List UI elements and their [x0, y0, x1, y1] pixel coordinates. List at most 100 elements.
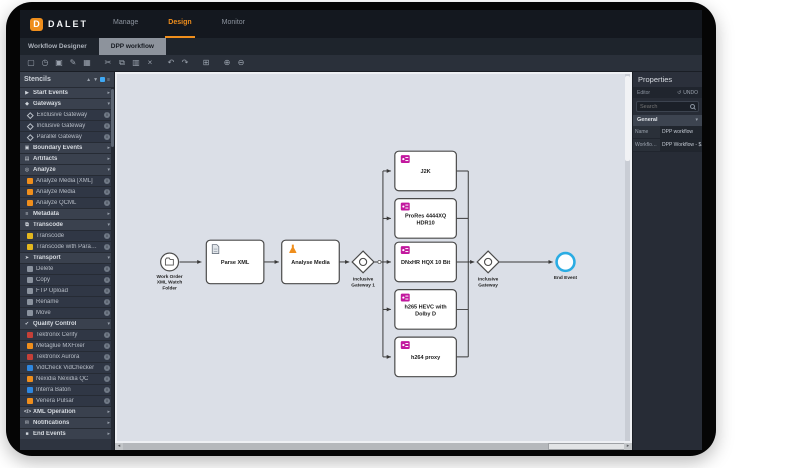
stencil-category-start-events[interactable]: ▶Start Events▸ [20, 87, 114, 98]
grid-icon[interactable]: ⊞ [202, 58, 210, 67]
open-icon[interactable]: ◷ [41, 58, 49, 67]
edit-icon[interactable]: ✎ [69, 58, 77, 67]
info-icon[interactable] [104, 354, 110, 360]
stencil-category-artifacts[interactable]: ▤Artifacts▸ [20, 153, 114, 164]
stencil-category-analyze[interactable]: ◎Analyze▾ [20, 164, 114, 175]
property-row-name[interactable]: Name DPP workflow [633, 126, 702, 139]
stencil-category-quality-control[interactable]: ✔Quality Control▾ [20, 318, 114, 329]
stencil-category-transcode[interactable]: ⧉Transcode▾ [20, 219, 114, 230]
stencil-item-tektronix-cerify[interactable]: Tektronix Cerify [20, 329, 114, 340]
copy-icon[interactable]: ⧉ [119, 58, 125, 67]
sort-icon[interactable]: ▲ [86, 76, 92, 83]
scroll-right-arrow-icon[interactable]: ▸ [624, 443, 632, 450]
tab-manage[interactable]: Manage [113, 19, 139, 26]
scroll-left-arrow-icon[interactable]: ◂ [115, 443, 123, 450]
stencil-category-transport[interactable]: ➤Transport▾ [20, 252, 114, 263]
zoom-out-icon[interactable]: ⊖ [237, 58, 245, 67]
info-icon[interactable] [104, 277, 110, 283]
info-icon[interactable] [104, 310, 110, 316]
delete-icon[interactable]: × [147, 58, 153, 67]
info-icon[interactable] [104, 200, 110, 206]
node-transcode-prores[interactable]: ProRes 4444XQ HDR10 [394, 198, 457, 239]
grid-view-icon[interactable] [100, 77, 106, 82]
stencil-item-ftp-upload[interactable]: FTP Upload [20, 285, 114, 296]
node-analyse-media[interactable]: Analyse Media [281, 239, 340, 285]
info-icon[interactable] [104, 332, 110, 338]
stencil-item-analyze-qcml[interactable]: Analyze QCML [20, 197, 114, 208]
stencil-item-analyze-media-xml[interactable]: Analyze Media [XML] [20, 175, 114, 186]
cut-icon[interactable]: ✂ [104, 58, 112, 67]
stencil-item-vidcheck-vidchecker[interactable]: VidCheck VidChecker [20, 362, 114, 373]
stencil-item-exclusive-gateway[interactable]: Exclusive Gateway [20, 109, 114, 120]
undo-button[interactable]: ↺ UNDO [677, 89, 698, 96]
info-icon[interactable] [104, 123, 110, 129]
node-transcode-h265[interactable]: h265 HEVC with Dolby D [394, 289, 457, 330]
property-row-workflow-instance[interactable]: Workflow instance... DPP Workflow - $..✎ [633, 139, 702, 152]
stencil-item-transcode[interactable]: Transcode [20, 230, 114, 241]
import-icon[interactable]: ▣ [55, 58, 63, 67]
stencil-category-xml-operation[interactable]: </>XML Operation▸ [20, 406, 114, 417]
node-inclusive-gateway-1[interactable]: Inclusive Gateway 1 [351, 250, 375, 289]
workflow-canvas[interactable]: Work Order XML Watch Folder Parse XML [115, 72, 632, 443]
stencils-scrollbar[interactable] [111, 87, 114, 450]
node-end-event[interactable]: End Event [554, 251, 578, 281]
connector-handle[interactable] [377, 260, 382, 264]
node-transcode-j2k[interactable]: J2K [394, 150, 457, 192]
stencil-item-delete[interactable]: Delete [20, 263, 114, 274]
properties-search[interactable] [636, 101, 699, 112]
info-icon[interactable] [104, 112, 110, 118]
tab-design[interactable]: Design [165, 10, 195, 38]
properties-group-general[interactable]: General ▾ [633, 115, 702, 126]
info-icon[interactable] [104, 398, 110, 404]
stencil-item-tektronix-aurora[interactable]: Tektronix Aurora [20, 351, 114, 362]
node-transcode-h264[interactable]: h264 proxy [394, 336, 457, 378]
info-icon[interactable] [104, 299, 110, 305]
stencil-item-move[interactable]: Move [20, 307, 114, 318]
info-icon[interactable] [104, 134, 110, 140]
stencil-category-gateways[interactable]: ◆Gateways▾ [20, 98, 114, 109]
stencil-item-copy[interactable]: Copy [20, 274, 114, 285]
canvas-horizontal-scrollbar[interactable]: ◂ ▸ [115, 443, 632, 450]
save-icon[interactable]: ▦ [83, 58, 91, 67]
stencil-category-notifications[interactable]: ✉Notifications▸ [20, 417, 114, 428]
info-icon[interactable] [104, 376, 110, 382]
stencil-category-metadata[interactable]: ≡Metadata▸ [20, 208, 114, 219]
info-icon[interactable] [104, 288, 110, 294]
stencil-item-nexidia-qc[interactable]: Nexidia Nexidia QC [20, 373, 114, 384]
undo-icon[interactable]: ↶ [167, 58, 175, 67]
paste-icon[interactable]: ▥ [132, 58, 140, 67]
stencil-item-transcode-with-parameters[interactable]: Transcode with Parameters [20, 241, 114, 252]
search-input[interactable] [640, 103, 690, 110]
zoom-in-icon[interactable]: ⊕ [223, 58, 231, 67]
stencil-item-inclusive-gateway[interactable]: Inclusive Gateway [20, 120, 114, 131]
node-parse-xml[interactable]: Parse XML [205, 239, 265, 285]
property-value[interactable]: DPP workflow [660, 126, 702, 138]
filter-icon[interactable]: ▼ [93, 76, 99, 83]
document-tab-dpp-workflow[interactable]: DPP workflow [98, 38, 166, 55]
info-icon[interactable] [104, 266, 110, 272]
node-inclusive-gateway-merge[interactable]: Inclusive Gateway [476, 250, 500, 289]
info-icon[interactable] [104, 189, 110, 195]
stencil-item-venera-pulsar[interactable]: Venera Pulsar [20, 395, 114, 406]
split-rail[interactable] [373, 170, 384, 357]
stencil-category-end-events[interactable]: ■End Events▸ [20, 428, 114, 439]
stencil-item-rename[interactable]: Rename [20, 296, 114, 307]
list-view-icon[interactable]: ≡ [107, 76, 110, 83]
canvas-vertical-scrollbar[interactable] [625, 74, 630, 441]
info-icon[interactable] [104, 233, 110, 239]
stencil-item-parallel-gateway[interactable]: Parallel Gateway [20, 131, 114, 142]
merge-rail[interactable] [456, 170, 469, 358]
stencil-item-interra-baton[interactable]: Interra Baton [20, 384, 114, 395]
info-icon[interactable] [104, 244, 110, 250]
property-value[interactable]: DPP Workflow - $..✎ [660, 139, 702, 151]
info-icon[interactable] [104, 343, 110, 349]
stencil-item-metaglue-mxfixer[interactable]: Metaglue MXFixer [20, 340, 114, 351]
stencil-item-analyze-media[interactable]: Analyze Media [20, 186, 114, 197]
info-icon[interactable] [104, 387, 110, 393]
tab-monitor[interactable]: Monitor [221, 19, 245, 26]
redo-icon[interactable]: ↷ [181, 58, 189, 67]
new-icon[interactable]: ▢ [27, 58, 35, 67]
info-icon[interactable] [104, 365, 110, 371]
node-start-event[interactable]: Work Order XML Watch Folder [157, 252, 183, 292]
node-transcode-dnxhr[interactable]: DNxHR HQX 10 Bit [394, 241, 457, 283]
